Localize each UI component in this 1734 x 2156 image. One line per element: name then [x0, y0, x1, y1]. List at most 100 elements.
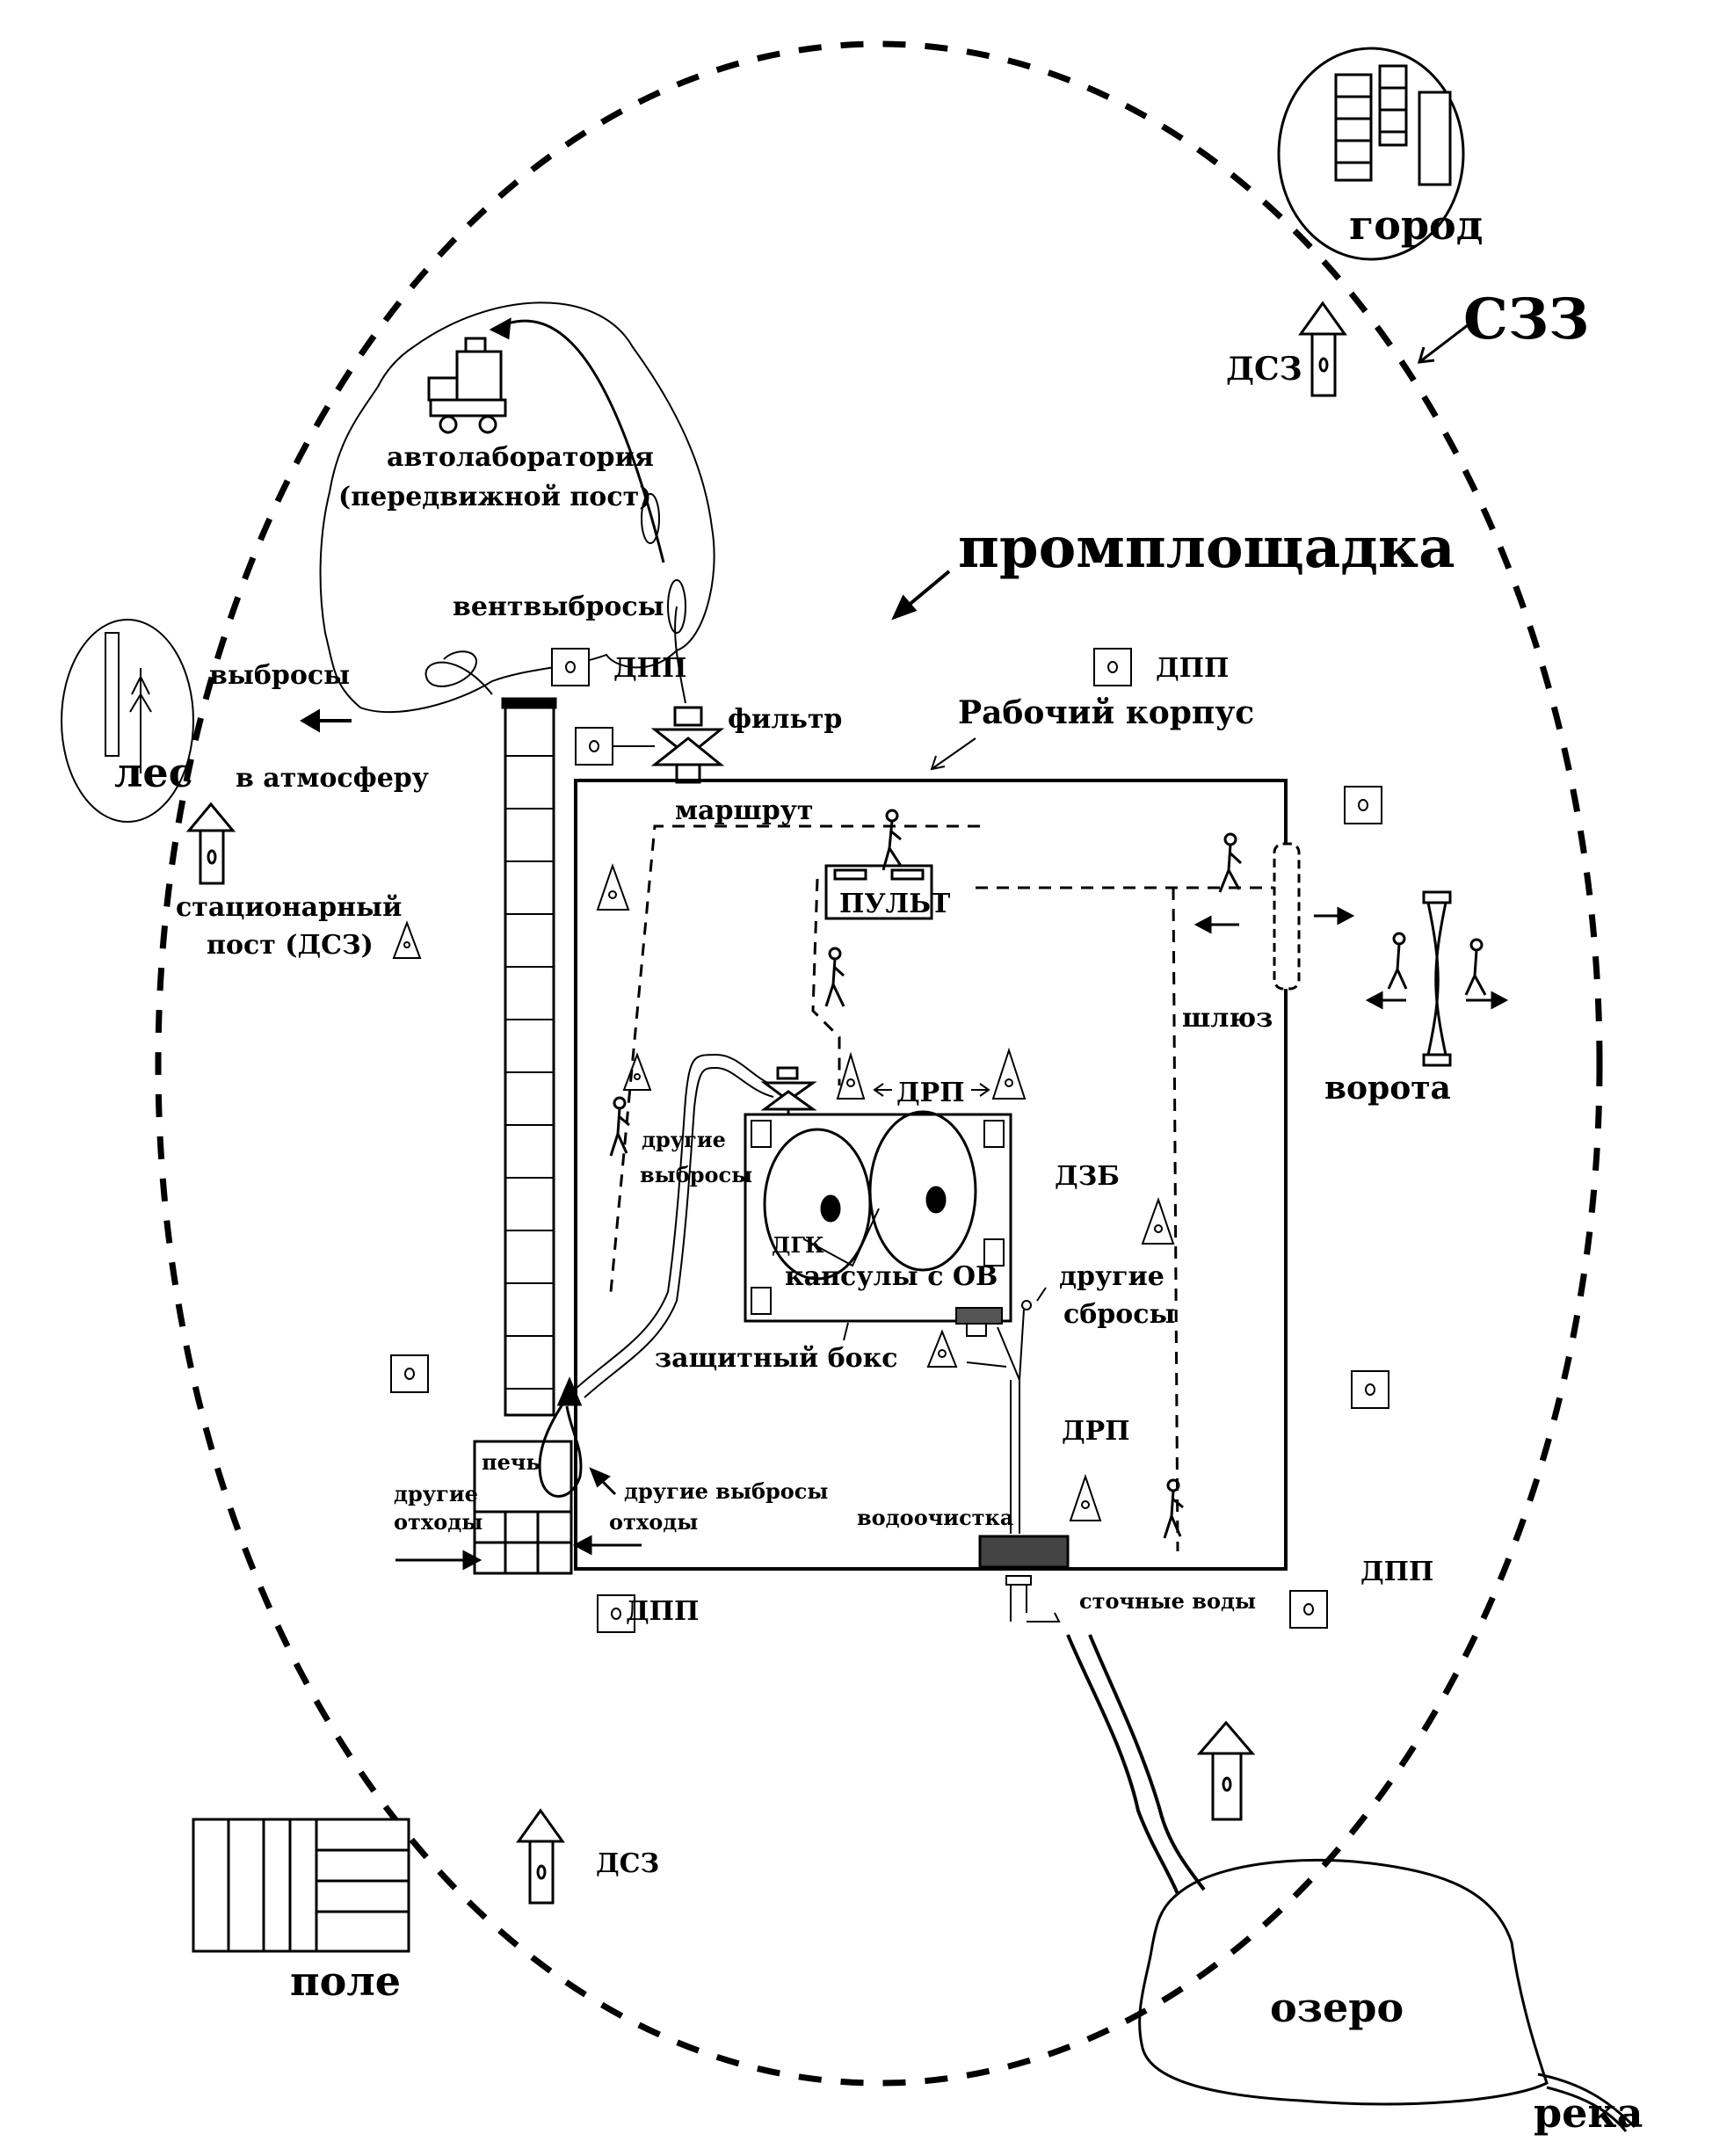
szz-boundary [155, 40, 1603, 2087]
forest-trees-icon [105, 632, 152, 773]
work-building-label: Рабочий корпус [958, 694, 1254, 731]
work-building-outline [574, 779, 1288, 1571]
industrial-site-label: промплощадка [958, 515, 1455, 581]
mobile-lab-label-2: (передвижной пост) [338, 482, 651, 512]
river-outflow [1537, 2073, 1636, 2132]
person-icon [824, 947, 845, 1007]
dsz-post-top-icon [1298, 301, 1347, 397]
filter-label: фильтр [728, 704, 842, 735]
control-panel-label: ПУЛЬТ [839, 889, 951, 919]
drp-arrows-icon [873, 1083, 990, 1097]
other-waste-label-1: другие [394, 1481, 478, 1506]
wastewater-label: сточные воды [1079, 1588, 1256, 1614]
drp-triangle-2-icon [991, 1047, 1027, 1100]
dzb-label: ДЗБ [1055, 1161, 1120, 1192]
capsules-label: капсулы с ОВ [785, 1261, 998, 1292]
gate-arrows-icon [1365, 991, 1509, 1010]
dsz-post-bottom-icon [516, 1808, 565, 1905]
airlock-label: шлюз [1182, 1003, 1273, 1034]
protective-box-label: защитный бокс [655, 1343, 898, 1374]
dsz-bottom-label: ДСЗ [596, 1848, 659, 1879]
person-icon [1163, 1478, 1184, 1539]
vent-plume-icon [641, 493, 686, 704]
other-discharges-label-2: сбросы [1063, 1299, 1176, 1330]
water-treatment-icon [978, 1535, 1070, 1569]
drp-label-1: ДРП [896, 1078, 965, 1108]
dsz-post-river-icon [1196, 1720, 1256, 1821]
filter-icon [650, 706, 725, 784]
industrial-site-arrow-icon [891, 570, 951, 621]
dgk-pointer-lines [803, 1208, 880, 1267]
furnace-label: печь [482, 1449, 541, 1475]
dpp-label-3: ДПП [626, 1596, 699, 1627]
route-label: маршрут [675, 795, 814, 826]
dsz-top-label: ДСЗ [1226, 351, 1302, 388]
dpp-detector-6-icon [1351, 1370, 1389, 1409]
gate-label: ворота [1324, 1070, 1451, 1107]
dpp-detector-1-icon [551, 648, 590, 686]
other-emissions-label-2: выбросы [640, 1162, 752, 1187]
city-group: город [1277, 47, 1483, 261]
dpp-detector-3-icon [575, 727, 613, 766]
lake-outline [1138, 1858, 1549, 2106]
dgk-label: ДГК [772, 1232, 824, 1258]
airlock-icon [1273, 842, 1301, 991]
dgk-triangle-route-1-icon [596, 862, 630, 911]
forest-label: лес [114, 749, 193, 796]
person-icon [609, 1096, 630, 1157]
person-icon [1387, 932, 1408, 990]
box-filter-icon [760, 1066, 817, 1111]
emissions-arrow-icon [300, 708, 352, 733]
ventilation-stack-icon [501, 697, 557, 1417]
capsules-icon [763, 1110, 977, 1281]
person-icon [1464, 938, 1487, 996]
stack-plume-curl [424, 650, 493, 695]
city-label: город [1349, 201, 1483, 249]
protective-box-pointer [843, 1322, 849, 1341]
lake-label: озеро [1270, 1984, 1404, 2031]
field-icon [192, 1818, 410, 1953]
dzb-triangle-icon [1141, 1196, 1175, 1245]
mobile-lab-truck-icon [427, 337, 507, 434]
other-waste-label-2: отходы [394, 1509, 482, 1535]
dpp-detector-4-icon [1344, 786, 1382, 824]
city-circle [1277, 47, 1465, 261]
route-dashed-path [609, 824, 1283, 1552]
river-label: река [1534, 2089, 1643, 2137]
dpp-detector-7-icon [597, 1594, 635, 1633]
other-emissions-waste-label-2: отходы [609, 1509, 698, 1535]
person-icon [882, 809, 903, 871]
dpp-detector-5-icon [390, 1354, 429, 1393]
lab-route-arrow-icon [489, 317, 665, 563]
box-corner-detectors [751, 1120, 1005, 1315]
other-emissions-waste-label-1: другие выбросы [624, 1478, 828, 1504]
gate-icon [1422, 890, 1452, 1067]
drp-label-2: ДРП [1062, 1416, 1130, 1447]
furnace-icon [473, 1440, 573, 1575]
dpp-detector-2-icon [1093, 648, 1132, 686]
water-treatment-outlet [1005, 1575, 1061, 1622]
emission-cloud [319, 301, 715, 714]
vent-emissions-label: вентвыбросы [453, 592, 664, 622]
person-icon [1218, 832, 1243, 893]
drain-pipe [955, 1287, 1047, 1534]
dpp-label-2: ДПП [1156, 653, 1229, 684]
dgk-triangle-left-icon [392, 920, 422, 959]
stack-bricks [505, 755, 554, 1390]
dpp-label-1: ДПП [613, 653, 686, 684]
stationary-post-icon [185, 802, 236, 885]
other-emissions-waste-arrow-icon [572, 1467, 642, 1556]
drp-triangle-3-icon [926, 1329, 958, 1368]
drp-triangle-4-icon [1069, 1473, 1102, 1521]
dpp-label-4: ДПП [1360, 1557, 1433, 1587]
to-atmosphere-label: в атмосферу [236, 763, 429, 794]
furnace-burner-icon [538, 1376, 583, 1498]
mobile-lab-label-1: автолаборатория [387, 442, 654, 473]
szz-label: СЗЗ [1463, 287, 1589, 352]
drp-triangle-1-icon [836, 1051, 866, 1100]
field-label: поле [290, 1957, 401, 2005]
river-channel [1066, 1634, 1206, 1895]
control-panel-icon [824, 864, 933, 920]
airlock-arrows-icon [1193, 906, 1355, 934]
